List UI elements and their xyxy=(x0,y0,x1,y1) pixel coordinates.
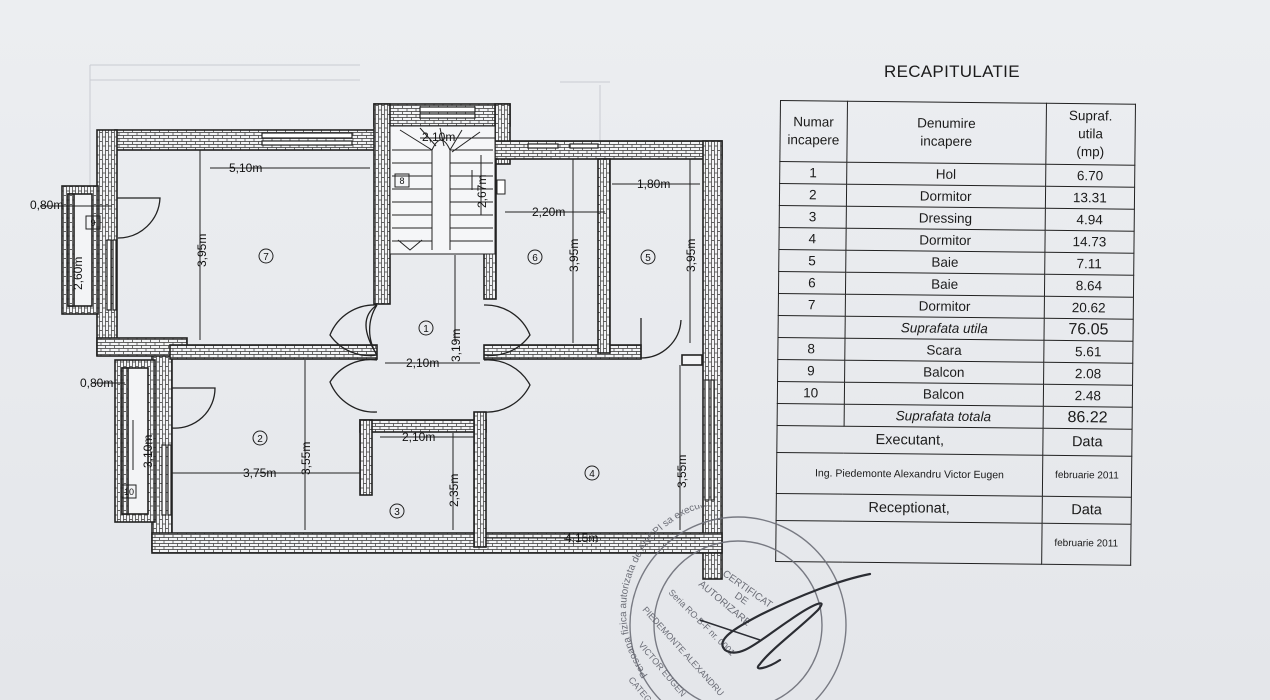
dim-top-stair: 2,10m xyxy=(422,130,455,144)
dim-3-95-left: 3,95m xyxy=(195,234,209,267)
authorization-stamp: Persoana fizica autorizata de ANCPI sa e… xyxy=(618,505,847,700)
room-number-9: 9 xyxy=(90,218,95,228)
dim-2-67: 2,67m xyxy=(475,175,489,208)
door-swings xyxy=(117,197,682,429)
room-number-3: 3 xyxy=(394,507,400,518)
room-number-4: 4 xyxy=(589,469,595,480)
dim-3-95-b: 3,95m xyxy=(684,239,698,272)
dim-0-80-bot: 0,80m xyxy=(80,376,113,390)
room-number-10: 10 xyxy=(124,487,134,497)
room-number-7: 7 xyxy=(263,252,269,263)
floor-plan: 1 2 3 4 5 6 7 8 9 10 2,10m 5,10m 0,80m 2… xyxy=(30,64,723,580)
room-number-8: 8 xyxy=(399,176,404,186)
balcony-9 xyxy=(61,185,99,315)
room-number-1: 1 xyxy=(423,324,429,335)
recap-title: RECAPITULATIE xyxy=(884,62,1020,81)
dim-3-55-left: 3,55m xyxy=(299,442,313,475)
room-number-5: 5 xyxy=(645,253,651,264)
room-number-2: 2 xyxy=(257,434,263,445)
dim-3-10: 3,10m xyxy=(141,435,155,468)
dim-3-95-a: 3,95m xyxy=(567,239,581,272)
room-number-6: 6 xyxy=(532,253,538,264)
windows xyxy=(106,106,715,516)
dim-2-20: 2,20m xyxy=(532,205,565,219)
dim-0-80-top: 0,80m xyxy=(30,198,63,212)
dim-2-35: 2,35m xyxy=(447,474,461,507)
dim-3-75: 3,75m xyxy=(243,466,276,480)
dim-5-10: 5,10m xyxy=(229,161,262,175)
dim-2-10-low: 2,10m xyxy=(402,430,435,444)
balcony-10 xyxy=(114,359,156,523)
dim-2-10-mid: 2,10m xyxy=(406,356,439,370)
interior-walls xyxy=(169,158,703,548)
dim-1-80: 1,80m xyxy=(637,177,670,191)
dim-4-15: 4,15m xyxy=(565,531,598,545)
dim-2-60: 2,60m xyxy=(71,257,85,290)
dim-3-55-right: 3,55m xyxy=(675,455,689,488)
ghost-lines xyxy=(89,64,610,300)
dim-3-19: 3,19m xyxy=(449,329,463,362)
staircase xyxy=(389,125,506,255)
dimension-lines xyxy=(40,137,700,539)
room-markers xyxy=(85,173,656,519)
